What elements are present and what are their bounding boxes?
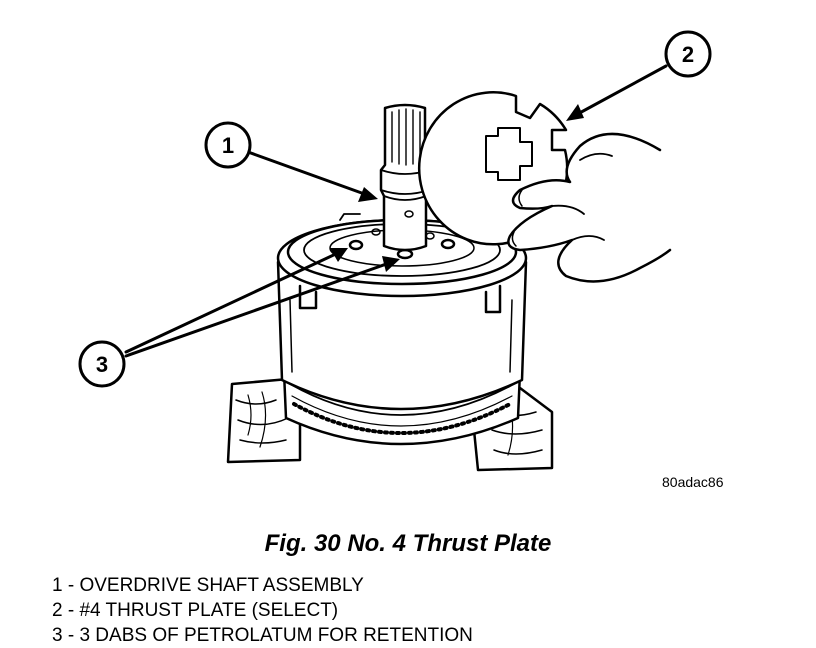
- leader-lines: [124, 64, 668, 358]
- arrowhead-3b: [382, 256, 400, 272]
- legend-list: 1 - OVERDRIVE SHAFT ASSEMBLY 2 - #4 THRU…: [52, 573, 473, 648]
- figure-id: 80adac86: [662, 474, 724, 490]
- arrowhead-3a: [330, 248, 348, 262]
- drum-body: [276, 260, 528, 411]
- legend-item: 1 - OVERDRIVE SHAFT ASSEMBLY: [52, 575, 364, 596]
- callout-2-number: 2: [682, 42, 694, 67]
- figure-caption: Fig. 30 No. 4 Thrust Plate: [264, 530, 552, 557]
- thrust-plate-illustration: 1 2 3: [78, 30, 712, 472]
- legend-item: 2 - #4 THRUST PLATE (SELECT): [52, 600, 339, 621]
- hand: [507, 132, 672, 283]
- callout-1-number: 1: [222, 133, 234, 158]
- overdrive-shaft: [379, 103, 431, 252]
- arrowhead-2: [566, 104, 584, 121]
- drum-top: [276, 213, 528, 314]
- callout-2: 2: [664, 30, 712, 78]
- callout-1: 1: [204, 121, 252, 169]
- arrowhead-1: [358, 187, 378, 202]
- callout-3-number: 3: [96, 352, 108, 377]
- callout-3: 3: [78, 340, 126, 388]
- legend-item: 3 - 3 DABS OF PETROLATUM FOR RETENTION: [52, 625, 473, 646]
